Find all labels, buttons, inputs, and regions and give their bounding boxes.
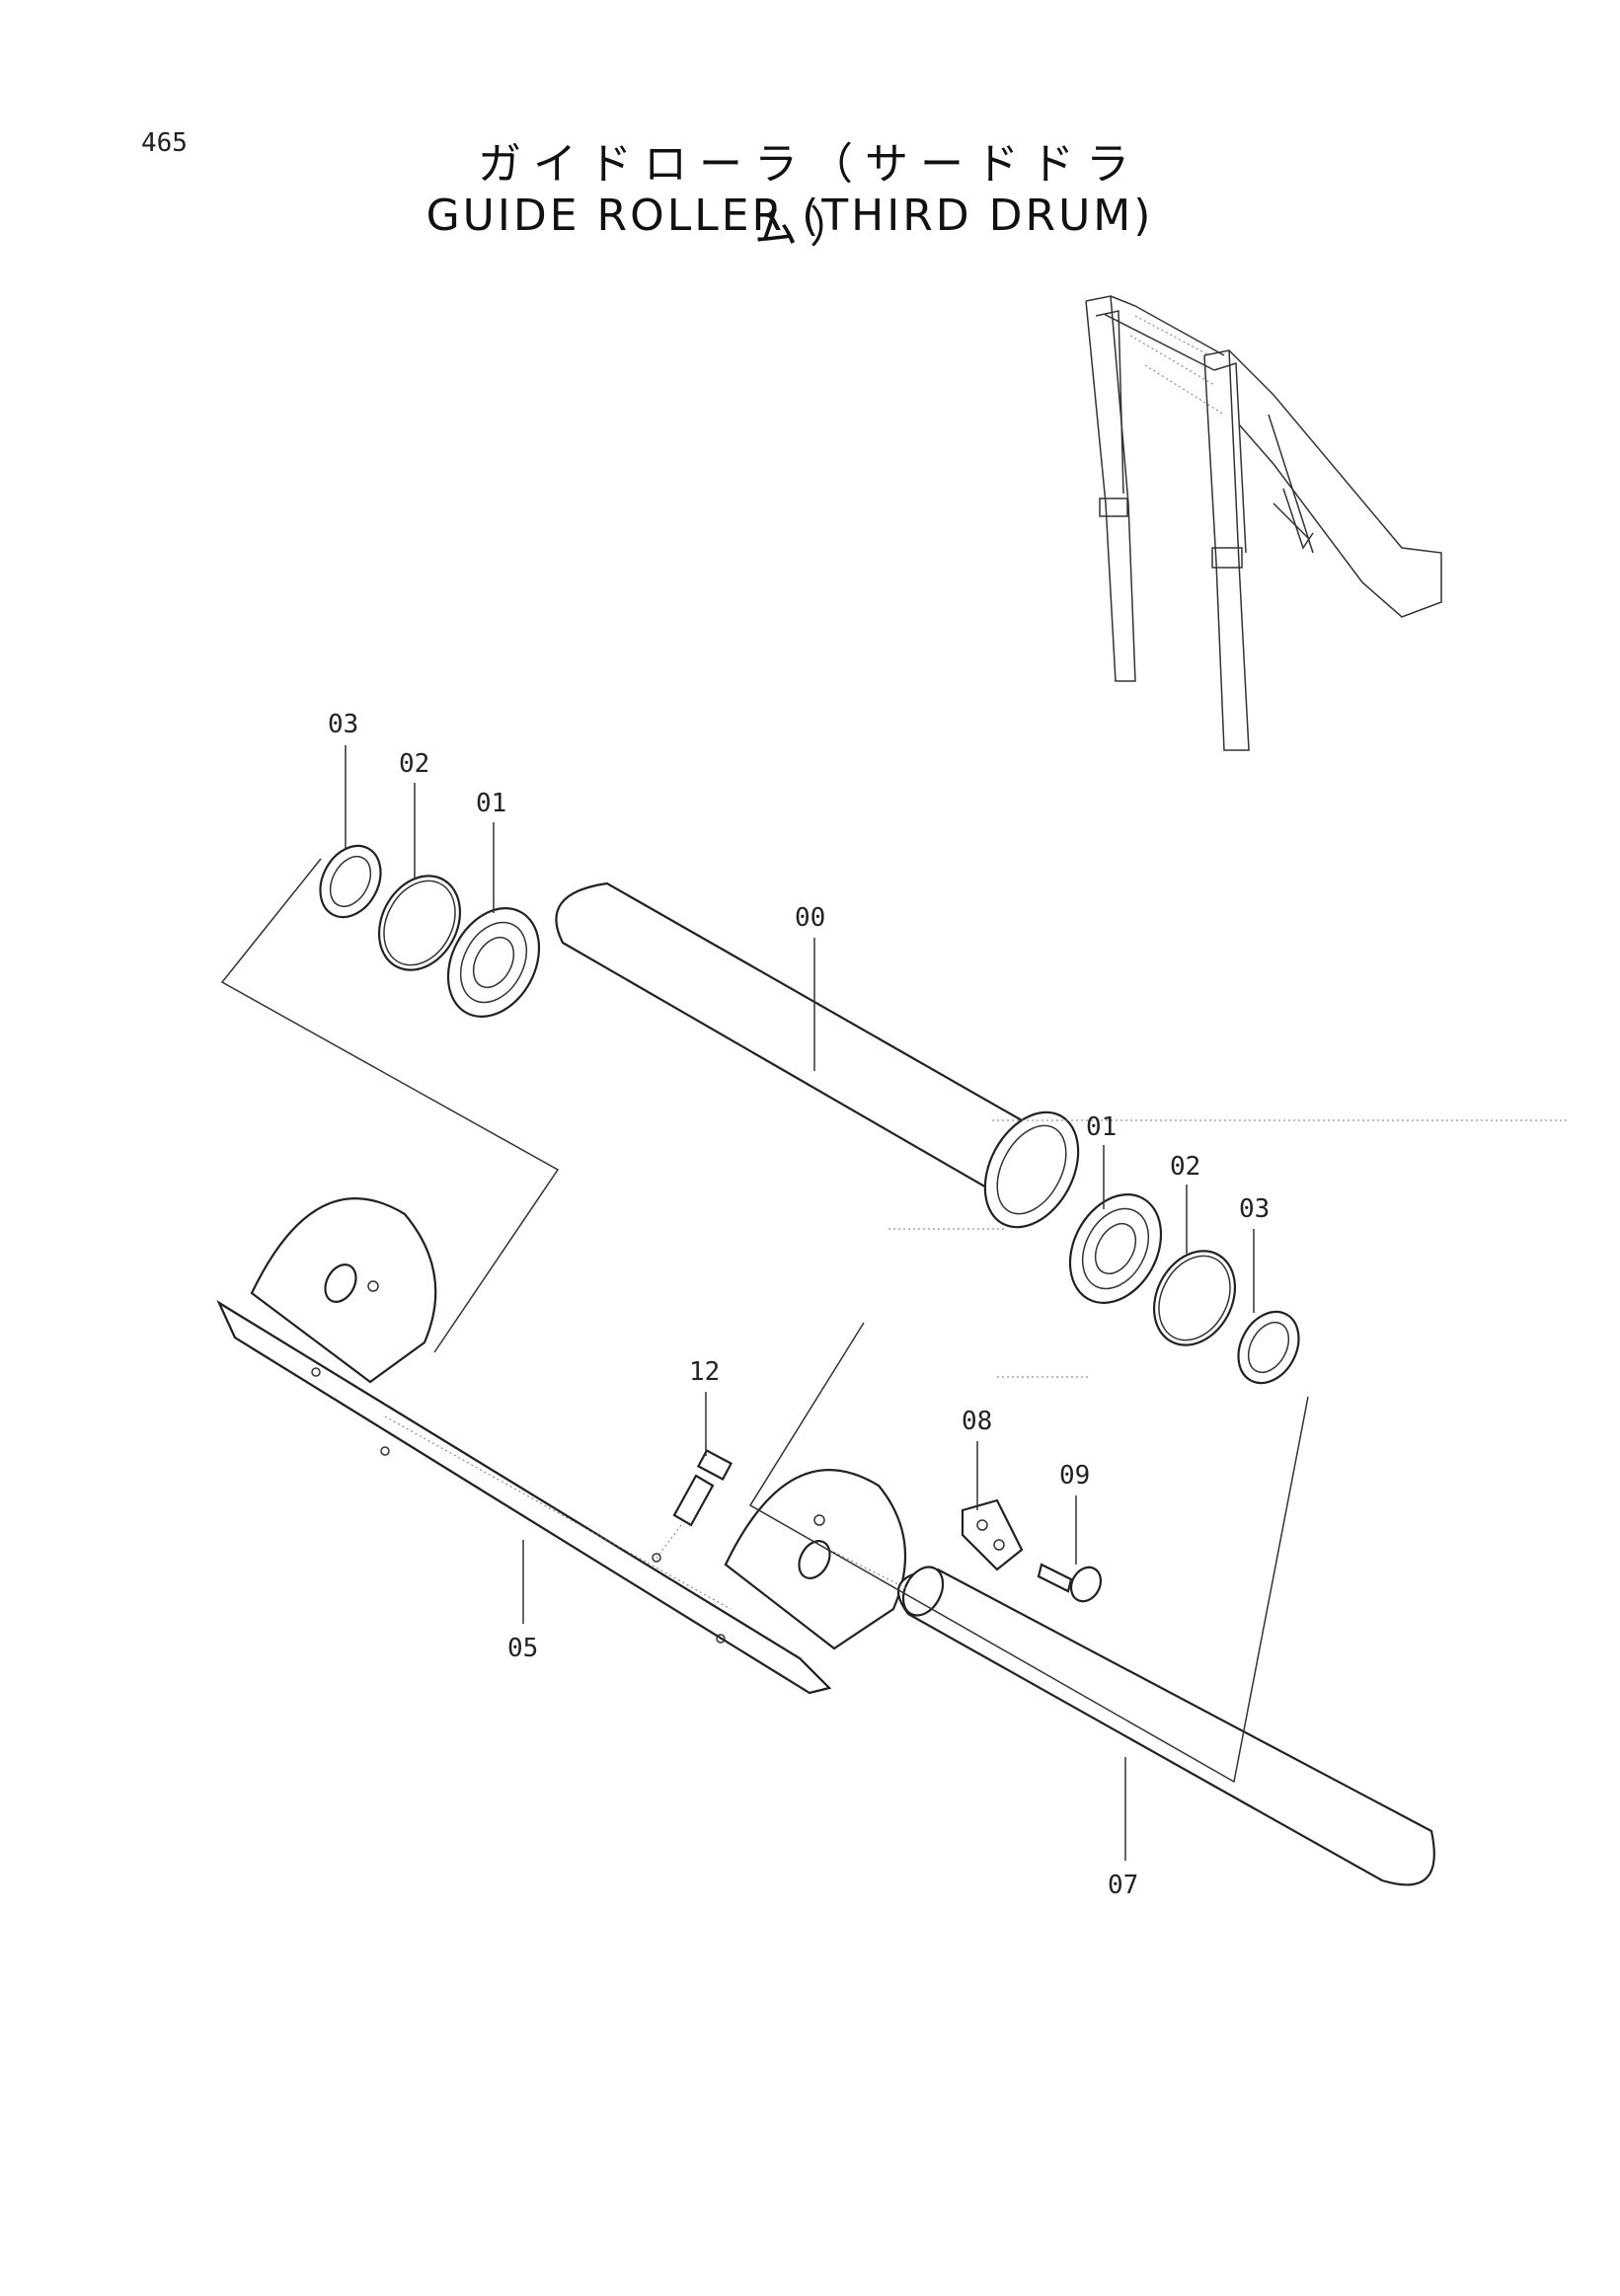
callout-03-left: 03	[328, 710, 358, 739]
callout-05: 05	[507, 1634, 538, 1663]
callout-02-right: 02	[1170, 1152, 1200, 1182]
callout-labels: 03 02 01 00 01 02 03 12 08 09 05 07	[328, 710, 1270, 1900]
callout-12: 12	[689, 1357, 720, 1387]
callout-01-left: 01	[476, 789, 506, 818]
snap-ring-left	[377, 875, 462, 971]
seal-ring-left	[319, 844, 382, 919]
lock-plate	[961, 1498, 1024, 1571]
shaft	[828, 1549, 1435, 1886]
callout-08: 08	[962, 1407, 992, 1436]
callout-09: 09	[1059, 1461, 1090, 1491]
bolt-09	[1037, 1563, 1103, 1603]
bolt-12	[651, 1448, 733, 1566]
title-japanese: ガイドローラ（サードドラム）	[478, 139, 1141, 253]
callout-07: 07	[1108, 1871, 1138, 1900]
assembly-lines	[220, 858, 1570, 1784]
bearing-left	[446, 907, 541, 1018]
snap-ring-right	[1152, 1250, 1237, 1346]
callout-02-left: 02	[399, 749, 429, 779]
bracket-plate	[216, 1197, 907, 1695]
callout-01-right: 01	[1086, 1112, 1117, 1142]
page-number: 465	[141, 128, 188, 158]
bearing-right	[1068, 1193, 1163, 1304]
machine-location-inset	[1085, 295, 1442, 751]
leader-lines	[345, 745, 1255, 1861]
callout-03-right: 03	[1239, 1194, 1270, 1224]
title-english: GUIDE ROLLER (THIRD DRUM)	[425, 191, 1154, 241]
callout-00: 00	[795, 903, 825, 933]
roller-tube	[555, 881, 1080, 1229]
seal-ring-right	[1237, 1310, 1300, 1385]
